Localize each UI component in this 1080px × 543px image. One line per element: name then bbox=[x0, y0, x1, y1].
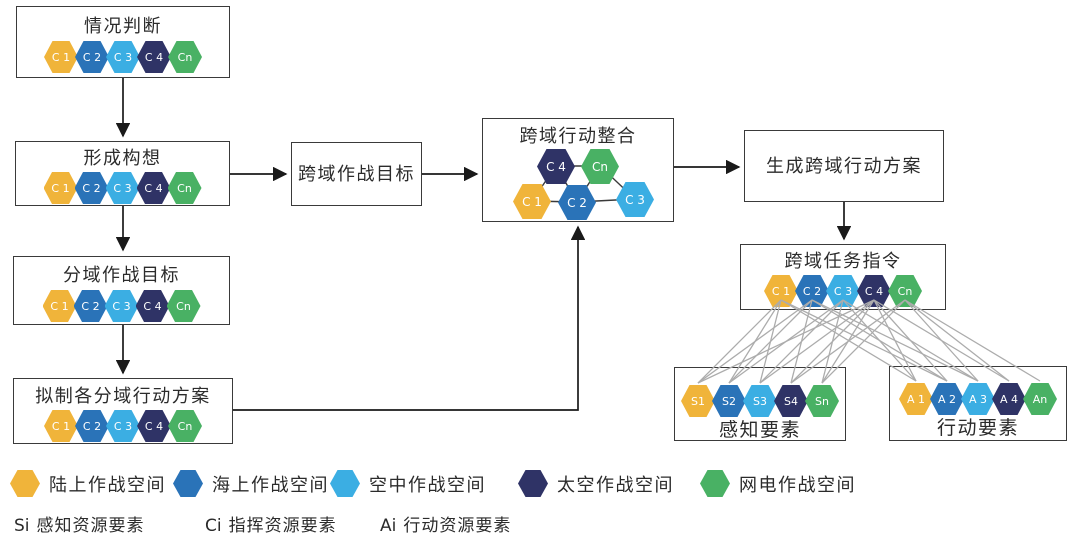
hex-cn: Cn bbox=[168, 410, 202, 442]
hex-c1: C 1 bbox=[44, 410, 78, 442]
air-hexagon-icon bbox=[330, 470, 360, 497]
box-cross-domain-objective: 跨域作战目标 bbox=[291, 142, 422, 206]
note-action-resources: Ai 行动资源要素 bbox=[380, 511, 511, 536]
hex-s4: S4 bbox=[774, 385, 808, 417]
hex-a4: A 4 bbox=[992, 383, 1026, 415]
hex-sn: Sn bbox=[805, 385, 839, 417]
box-title: 跨域任务指令 bbox=[784, 251, 902, 271]
space-hexagon-icon bbox=[518, 470, 548, 497]
hex-an: An bbox=[1023, 383, 1057, 415]
box-title: 行动要素 bbox=[936, 418, 1019, 439]
hex-a3: A 3 bbox=[961, 383, 995, 415]
hex-s1: S1 bbox=[681, 385, 715, 417]
hex-c2: C 2 bbox=[75, 41, 109, 73]
hex-c4: C 4 bbox=[136, 172, 171, 204]
hex-c3: C 3 bbox=[106, 41, 140, 73]
hex-s2: S2 bbox=[712, 385, 746, 417]
hex-c4: C 4 bbox=[137, 410, 171, 442]
legend-label: 海上作战空间 bbox=[212, 474, 329, 495]
note-label: 行动资源要素 bbox=[403, 516, 512, 535]
legend-item-net: 网电作战空间 bbox=[700, 470, 856, 497]
note-symbol: Ci bbox=[205, 516, 222, 536]
box-title: 分域作战目标 bbox=[63, 265, 180, 285]
legend-label: 空中作战空间 bbox=[369, 474, 486, 495]
hex-c3: C 3 bbox=[106, 410, 140, 442]
hex-c3: C 3 bbox=[104, 290, 139, 322]
hex-c2: C 2 bbox=[74, 172, 109, 204]
hex-c1: C 1 bbox=[764, 275, 798, 307]
hex-c4: C 4 bbox=[135, 290, 170, 322]
note-label: 感知资源要素 bbox=[36, 516, 145, 535]
legend-item-space: 太空作战空间 bbox=[518, 470, 674, 497]
legend-label: 陆上作战空间 bbox=[49, 474, 166, 495]
legend-item-land: 陆上作战空间 bbox=[10, 470, 166, 497]
hex-c3: C 3 bbox=[826, 275, 860, 307]
legend-label: 网电作战空间 bbox=[739, 474, 856, 495]
hex-cn: Cn bbox=[888, 275, 922, 307]
note-sense-resources: Si 感知资源要素 bbox=[14, 511, 145, 536]
hex-cn: Cn bbox=[167, 172, 202, 204]
note-symbol: Ai bbox=[380, 516, 397, 536]
note-label: 指挥资源要素 bbox=[228, 516, 337, 535]
box-title: 情况判断 bbox=[84, 16, 162, 36]
box-title: 生成跨域行动方案 bbox=[766, 156, 922, 176]
note-symbol: Si bbox=[14, 516, 30, 536]
hex-c1: C 1 bbox=[42, 290, 77, 322]
note-command-resources: Ci 指挥资源要素 bbox=[205, 511, 337, 536]
box-title: 形成构想 bbox=[83, 148, 162, 168]
hex-c4: C 4 bbox=[857, 275, 891, 307]
hex-c1: C 1 bbox=[44, 41, 78, 73]
hex-c4: C 4 bbox=[137, 41, 171, 73]
hex-cn: Cn bbox=[166, 290, 201, 322]
hex-cn: Cn bbox=[168, 41, 202, 73]
hex-c2: C 2 bbox=[795, 275, 829, 307]
box-title: 跨域作战目标 bbox=[298, 164, 415, 184]
hex-c2: C 2 bbox=[75, 410, 109, 442]
box-title: 跨域行动整合 bbox=[519, 126, 637, 146]
box-generate-cross-domain-plan: 生成跨域行动方案 bbox=[744, 130, 944, 202]
box-title: 拟制各分域行动方案 bbox=[35, 386, 211, 406]
hex-c3: C 3 bbox=[105, 172, 140, 204]
sea-hexagon-icon bbox=[173, 470, 203, 497]
hex-a2: A 2 bbox=[930, 383, 964, 415]
legend-item-air: 空中作战空间 bbox=[330, 470, 486, 497]
legend-item-sea: 海上作战空间 bbox=[173, 470, 329, 497]
hex-a1: A 1 bbox=[899, 383, 933, 415]
hex-c1: C 1 bbox=[43, 172, 78, 204]
hex-s3: S3 bbox=[743, 385, 777, 417]
box-title: 感知要素 bbox=[718, 420, 801, 441]
land-hexagon-icon bbox=[10, 470, 40, 497]
arrow-plans-to-integration bbox=[233, 225, 586, 411]
hex-c2: C 2 bbox=[73, 290, 108, 322]
net-hexagon-icon bbox=[700, 470, 730, 497]
legend-label: 太空作战空间 bbox=[557, 474, 674, 495]
